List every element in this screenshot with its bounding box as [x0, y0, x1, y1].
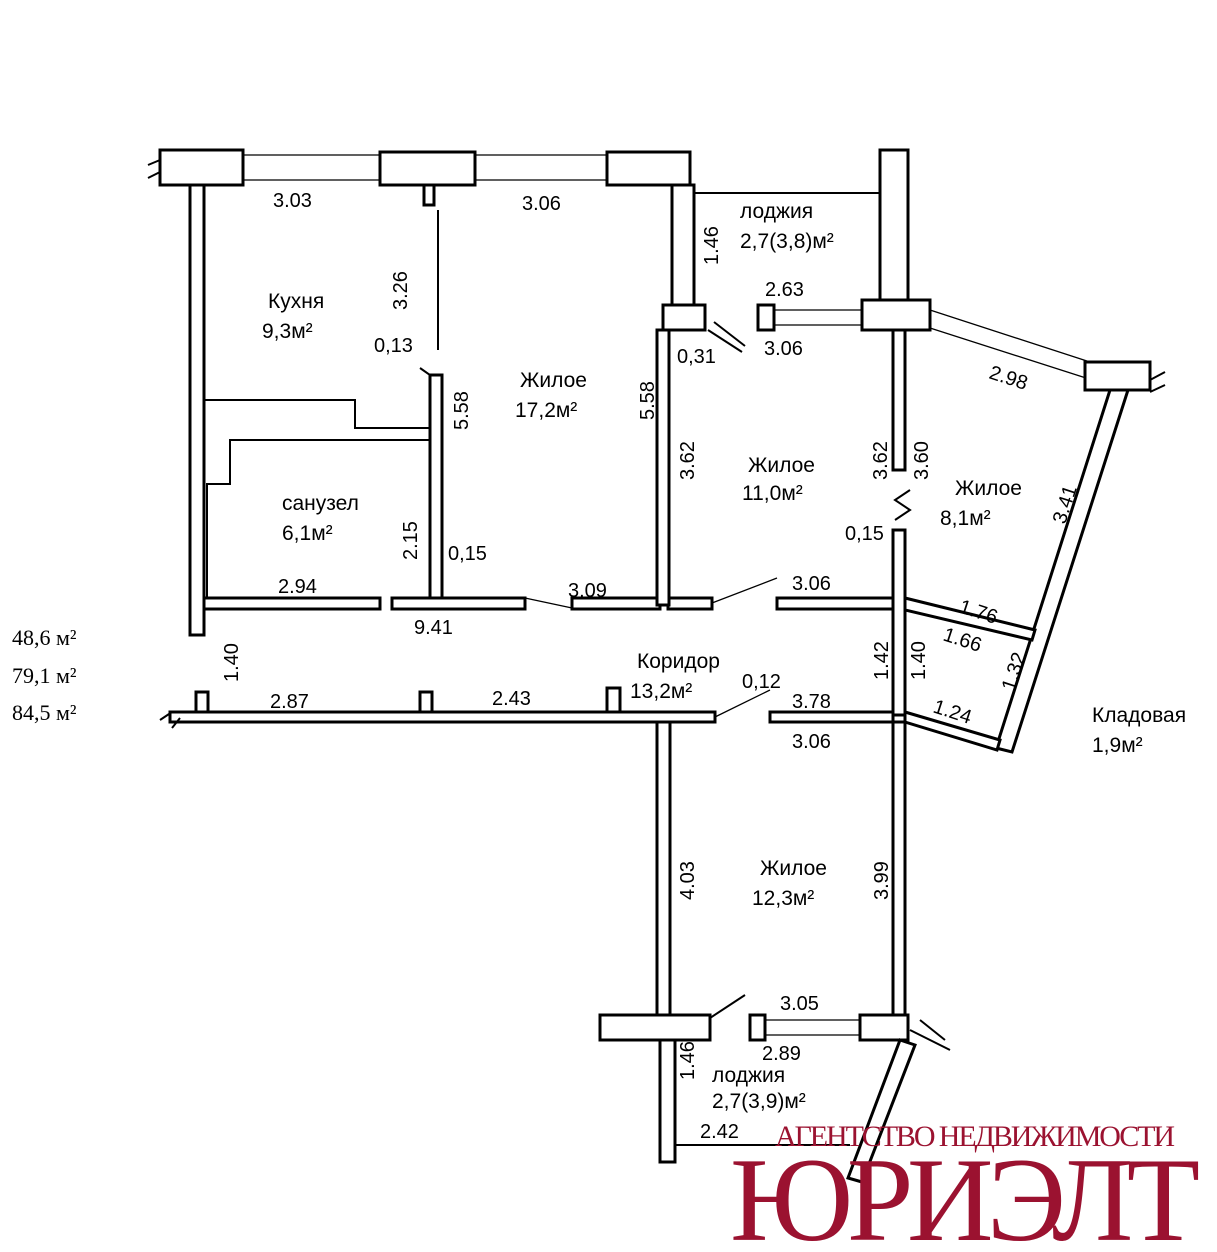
- living4-area: 12,3м²: [752, 887, 814, 910]
- dim: 3.99: [871, 861, 893, 900]
- dim: 5.58: [637, 381, 659, 420]
- dim: 0,12: [742, 671, 781, 693]
- kitchen-name: Кухня: [268, 290, 324, 313]
- watermark: АГЕНТСТВО НЕДВИЖИМОСТИ ЮРИЭЛТ: [730, 1120, 1200, 1252]
- dim: 0,15: [448, 543, 487, 565]
- loggia1-name: лоджия: [740, 200, 813, 223]
- dim: 0,13: [374, 335, 413, 357]
- dim: 3.62: [870, 441, 892, 480]
- corridor-area: 13,2м²: [630, 680, 692, 703]
- living2-name: Жилое: [748, 454, 815, 477]
- watermark-brand: ЮРИЭЛТ: [730, 1133, 1200, 1252]
- living2-area: 11,0м²: [742, 482, 803, 505]
- living-area-total: 48,6 м²: [12, 625, 77, 650]
- walls: [147, 148, 1166, 1184]
- dim: 0,31: [677, 346, 716, 368]
- dim: 4.03: [677, 861, 699, 900]
- dim: 3.09: [568, 580, 607, 602]
- dim: 3.06: [792, 731, 831, 753]
- dim: 2.43: [492, 688, 531, 710]
- bathroom-name: санузел: [282, 492, 359, 515]
- dim: 9.41: [414, 617, 453, 639]
- dim: 2.89: [762, 1043, 801, 1065]
- dimension-labels: 3.03 3.06 1.46 2.63 3.06 2.98 3.26 0,13 …: [221, 190, 1082, 1143]
- dim: 1.46: [701, 226, 723, 265]
- loggia2-name: лоджия: [712, 1064, 785, 1087]
- dim: 3.62: [677, 441, 699, 480]
- living3-name: Жилое: [955, 477, 1022, 500]
- dim: 2.15: [400, 521, 422, 560]
- dim: 3.60: [911, 441, 933, 480]
- kitchen-area: 9,3м²: [262, 320, 313, 343]
- loggia1-area: 2,7(3,8)м²: [740, 230, 834, 253]
- watermark-subtitle: АГЕНТСТВО НЕДВИЖИМОСТИ: [775, 1120, 1175, 1153]
- dim: 1.46: [677, 1041, 699, 1080]
- loggia2-area: 2,7(3,9)м²: [712, 1090, 806, 1113]
- total-area-with-loggias: 84,5 м²: [12, 700, 77, 725]
- dim: 2.94: [278, 576, 317, 598]
- dim: 2.42: [700, 1121, 739, 1143]
- dim: 2.98: [986, 362, 1030, 395]
- corridor-name: Коридор: [637, 650, 720, 673]
- dim: 0,15: [845, 523, 884, 545]
- living4-name: Жилое: [760, 857, 827, 880]
- dim: 3.03: [273, 190, 312, 212]
- dim: 5.58: [451, 391, 473, 430]
- dim: 1.40: [908, 641, 930, 680]
- room-labels: Кухня 9,3м² Жилое 17,2м² санузел 6,1м² Ж…: [262, 200, 1186, 1113]
- dim: 1.42: [871, 641, 893, 680]
- total-area: 79,1 м²: [12, 663, 77, 688]
- dim: 2.87: [270, 691, 309, 713]
- dim: 3.06: [792, 573, 831, 595]
- living3-area: 8,1м²: [940, 507, 991, 530]
- area-totals: 48,6 м² 79,1 м² 84,5 м²: [12, 625, 77, 725]
- living1-name: Жилое: [520, 369, 587, 392]
- dim: 3.78: [792, 691, 831, 713]
- dim: 1.40: [221, 643, 243, 682]
- dim: 3.05: [780, 993, 819, 1015]
- bathroom-area: 6,1м²: [282, 522, 333, 545]
- dim: 2.63: [765, 279, 804, 301]
- storage-name: Кладовая: [1092, 704, 1186, 727]
- storage-area: 1,9м²: [1092, 734, 1143, 757]
- dim: 3.06: [764, 338, 803, 360]
- living1-area: 17,2м²: [515, 399, 577, 422]
- dim: 3.26: [390, 271, 412, 310]
- dim: 1.66: [940, 624, 984, 657]
- dim: 3.06: [522, 193, 561, 215]
